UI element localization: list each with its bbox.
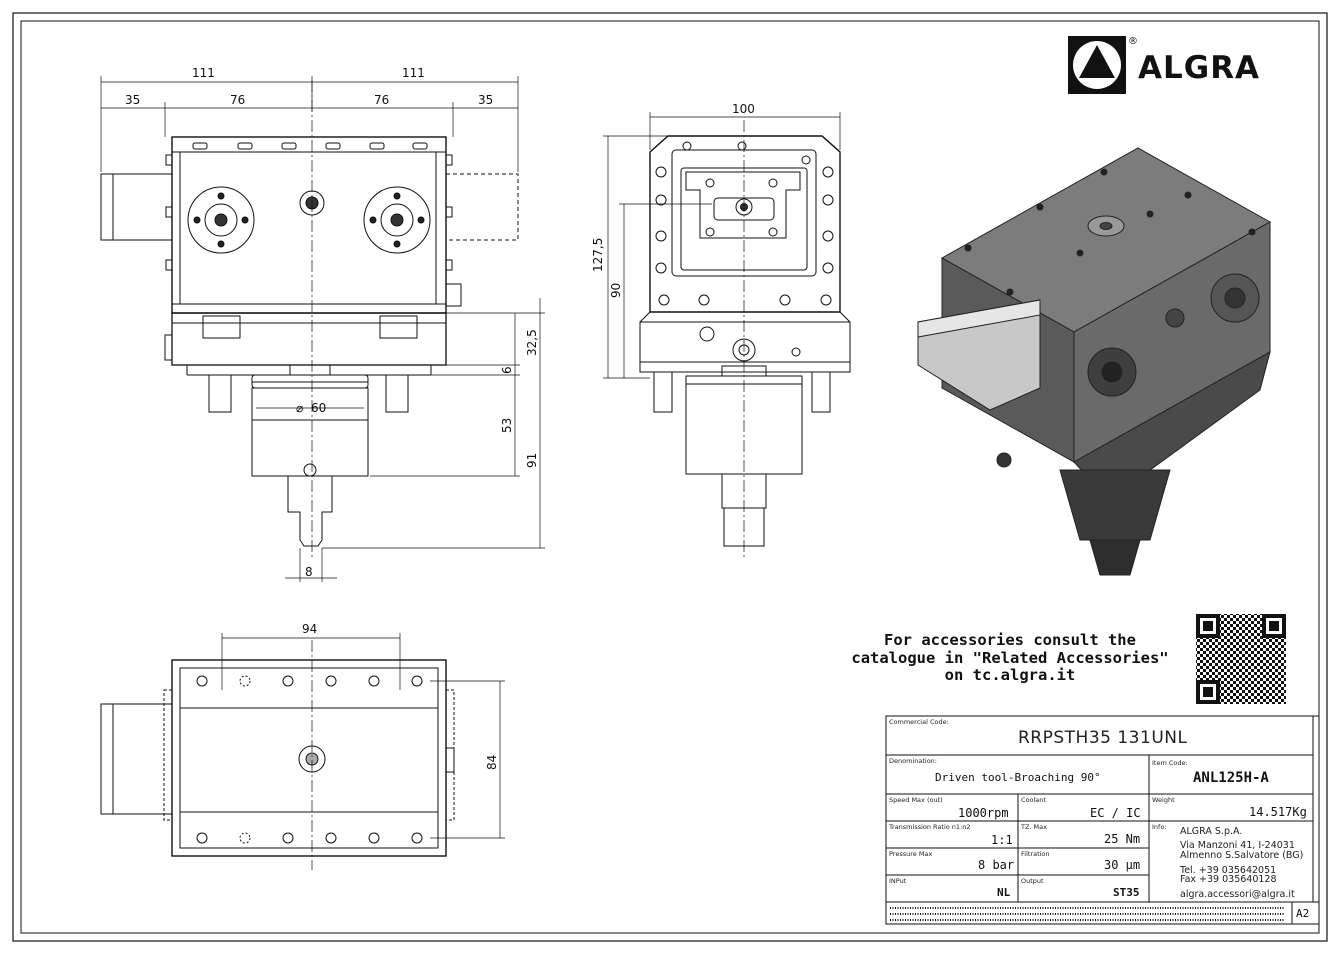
ratio-value: 1:1 [991,833,1013,847]
weight-label: Weight [1152,796,1175,804]
company-tel: Tel. +39 035642051 [1180,865,1277,876]
ratio-label: Transmission Ratio n1:n2 [889,823,971,831]
dim-front-35-right: 35 [478,93,493,107]
item-code: ANL125H-A [1193,770,1269,786]
front-dimensions [100,76,545,582]
torque-value: 25 Nm [1104,832,1141,846]
accessories-note-line-3: on tc.algra.it [944,666,1076,684]
company-fax: Fax +39 035640128 [1180,874,1277,885]
company-address-1: Via Manzoni 41, I-24031 [1180,840,1295,851]
pressure-label: Pressure Max [889,850,933,858]
bottom-view [100,640,455,870]
accessories-note-line-1: For accessories consult the [884,631,1136,649]
speed-value: 1000rpm [958,806,1009,820]
accessories-note: For accessories consult the catalogue in… [820,631,1200,685]
filtration-value: 30 µm [1104,858,1141,872]
item-code-label: Item Code: [1152,759,1188,767]
input-value: NL [997,886,1011,899]
dim-front-35-left: 35 [125,93,140,107]
denomination-label: Denomination: [889,757,937,765]
dim-front-76-left: 76 [230,93,245,107]
sheet-size: A2 [1296,907,1310,920]
front-view [100,80,519,560]
dim-bottom-84: 84 [485,755,499,770]
dim-front-diameter-symbol: ⌀ [296,401,303,415]
coolant-value: EC / IC [1090,806,1141,820]
company-name: ALGRA S.p.A. [1180,826,1243,837]
registered-mark: ® [1128,36,1138,47]
isometric-render [917,147,1272,576]
dim-side-127-5: 127,5 [591,238,605,272]
company-email[interactable]: algra.accessori@algra.it [1180,889,1295,900]
dim-front-diameter: 60 [311,401,326,415]
dim-bottom-94: 94 [302,622,317,636]
coolant-label: Coolant [1021,796,1046,804]
weight-value: 14.517Kg [1249,805,1307,819]
bottom-dimensions [221,633,505,839]
side-view [639,120,851,560]
dim-front-91: 91 [525,453,539,468]
denomination: Driven tool-Broaching 90° [935,771,1101,784]
commercial-code: RRPSTH35 131UNL [1018,728,1188,748]
dim-front-32-5: 32,5 [525,329,539,356]
side-dimensions [603,112,841,379]
dim-front-111-left: 111 [192,66,215,80]
brand-name: ALGRA [1138,50,1261,86]
dim-front-53: 53 [500,418,514,433]
filtration-label: Filtration [1021,850,1050,858]
title-block-grid [885,715,1320,925]
commercial-code-label: Commercial Code: [889,718,949,726]
dim-front-111-right: 111 [402,66,425,80]
accessories-note-line-2: catalogue in "Related Accessories" [851,648,1169,667]
info-label: Info: [1152,823,1167,831]
dim-front-6: 6 [500,366,514,374]
output-value: ST35 [1113,886,1140,899]
company-address-2: Almenno S.Salvatore (BG) [1180,850,1304,861]
input-label: INPut [889,877,907,885]
pressure-value: 8 bar [978,858,1015,872]
dim-side-90: 90 [609,283,623,298]
dim-side-100: 100 [732,102,755,116]
torque-label: TZ. Max [1021,823,1047,831]
dim-front-76-right: 76 [374,93,389,107]
qr-code [1196,614,1286,704]
output-label: Output [1021,877,1044,885]
speed-label: Speed Max (out) [889,796,943,804]
algra-logo [1068,36,1126,94]
dim-front-8: 8 [305,565,313,579]
